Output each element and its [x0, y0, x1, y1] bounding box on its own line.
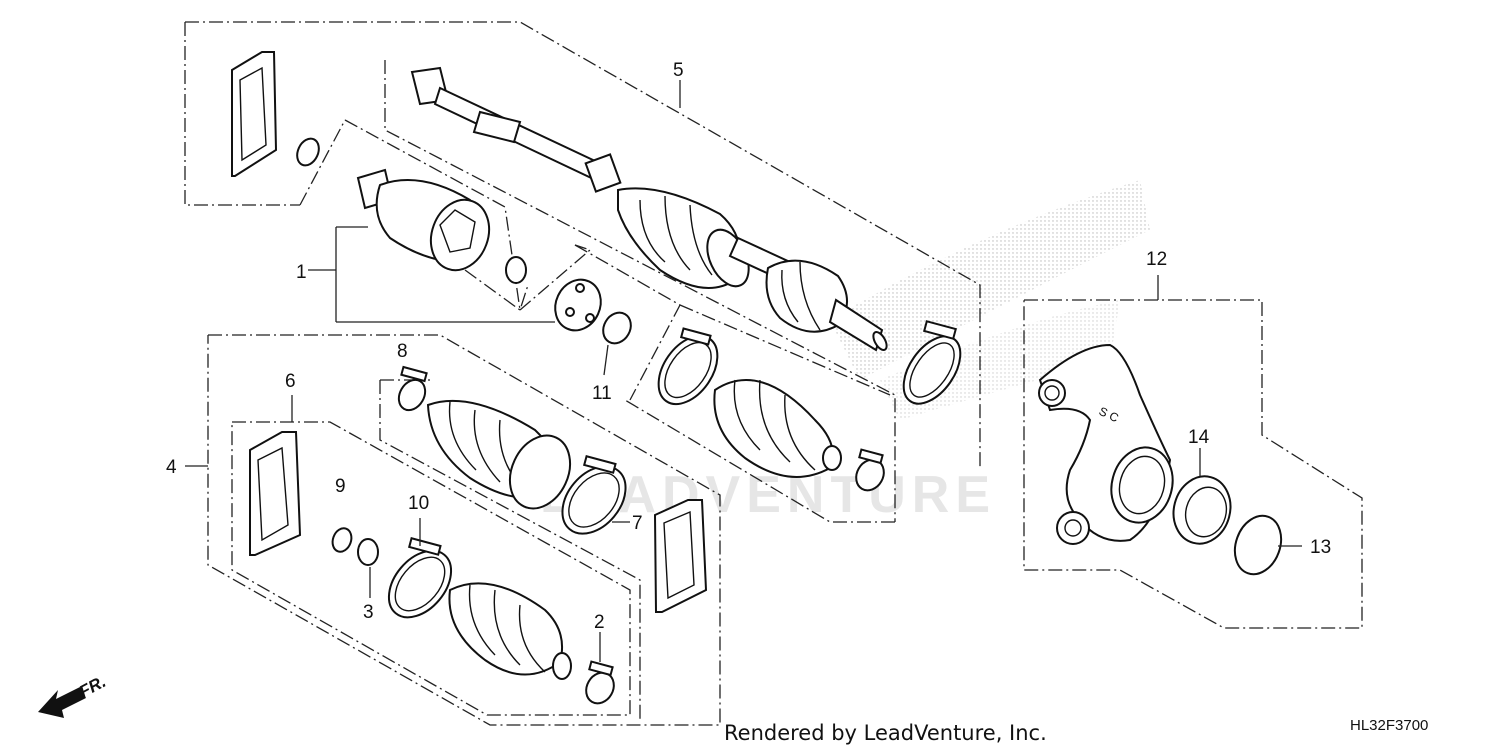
- arrow-icon: [38, 687, 86, 718]
- joint-subgroup: [308, 119, 891, 492]
- callout-13: 13: [1310, 537, 1331, 558]
- drawing-code: HL32F3700: [1350, 717, 1428, 734]
- band-clamp-2: [585, 632, 615, 705]
- label-sticker-top: [231, 51, 278, 177]
- outer-joint-housing: [356, 168, 491, 272]
- driveshaft-assembly-group: [184, 21, 981, 523]
- callout-5: 5: [673, 60, 684, 81]
- callout-6: 6: [285, 371, 296, 392]
- joint-boot-mid: [713, 379, 842, 478]
- band-clamp-mid-left: [657, 327, 719, 406]
- callout-4: 4: [166, 457, 177, 478]
- boot-kit-group: [185, 334, 721, 726]
- callout-14: 14: [1188, 427, 1210, 448]
- callout-11: 11: [592, 383, 612, 404]
- clip-3: [357, 538, 379, 598]
- callout-1: 1: [296, 262, 307, 283]
- snap-ring-joint: [505, 256, 527, 284]
- callout-2: 2: [594, 612, 605, 633]
- band-clamp-top-right: [902, 320, 962, 405]
- group-outline-12: [1023, 299, 1363, 629]
- band-clamp-7: [561, 455, 630, 535]
- label-sticker-right: [653, 499, 708, 613]
- callout-8: 8: [397, 341, 408, 362]
- label-sticker-left: [249, 431, 302, 556]
- band-clamp-8: [397, 365, 428, 412]
- knuckle-arm: S C: [1038, 343, 1174, 545]
- band-clamp-mid-right: [855, 448, 885, 492]
- front-direction-arrow: FR.: [38, 672, 109, 718]
- inner-race-cage: [554, 278, 602, 332]
- callout-10: 10: [408, 493, 429, 514]
- boot-lower: [448, 582, 572, 680]
- group-outline-6: [231, 421, 631, 716]
- snap-ring-9: [331, 527, 353, 553]
- circlip-13: [1233, 514, 1302, 576]
- band-clamp-10: [387, 518, 453, 619]
- snap-ring-small-top: [296, 137, 320, 167]
- group-outline-5: [185, 21, 981, 470]
- group-outline-4: [207, 334, 721, 726]
- callout-9: 9: [335, 476, 346, 497]
- callout-3: 3: [363, 602, 374, 623]
- knuckle-group: S C: [1023, 275, 1363, 629]
- callout-7: 7: [632, 513, 643, 534]
- circlip-11: [602, 311, 632, 376]
- callout-12: 12: [1146, 249, 1167, 270]
- wheel-bearing-14: [1172, 448, 1232, 545]
- boot-7-8: [426, 399, 572, 510]
- callouts: 1 2 3 4 5 6 7 8 9 10 11 12 13 14: [166, 60, 1331, 633]
- credit-text: Rendered by LeadVenture, Inc.: [724, 721, 1047, 745]
- drive-shaft: [410, 66, 888, 352]
